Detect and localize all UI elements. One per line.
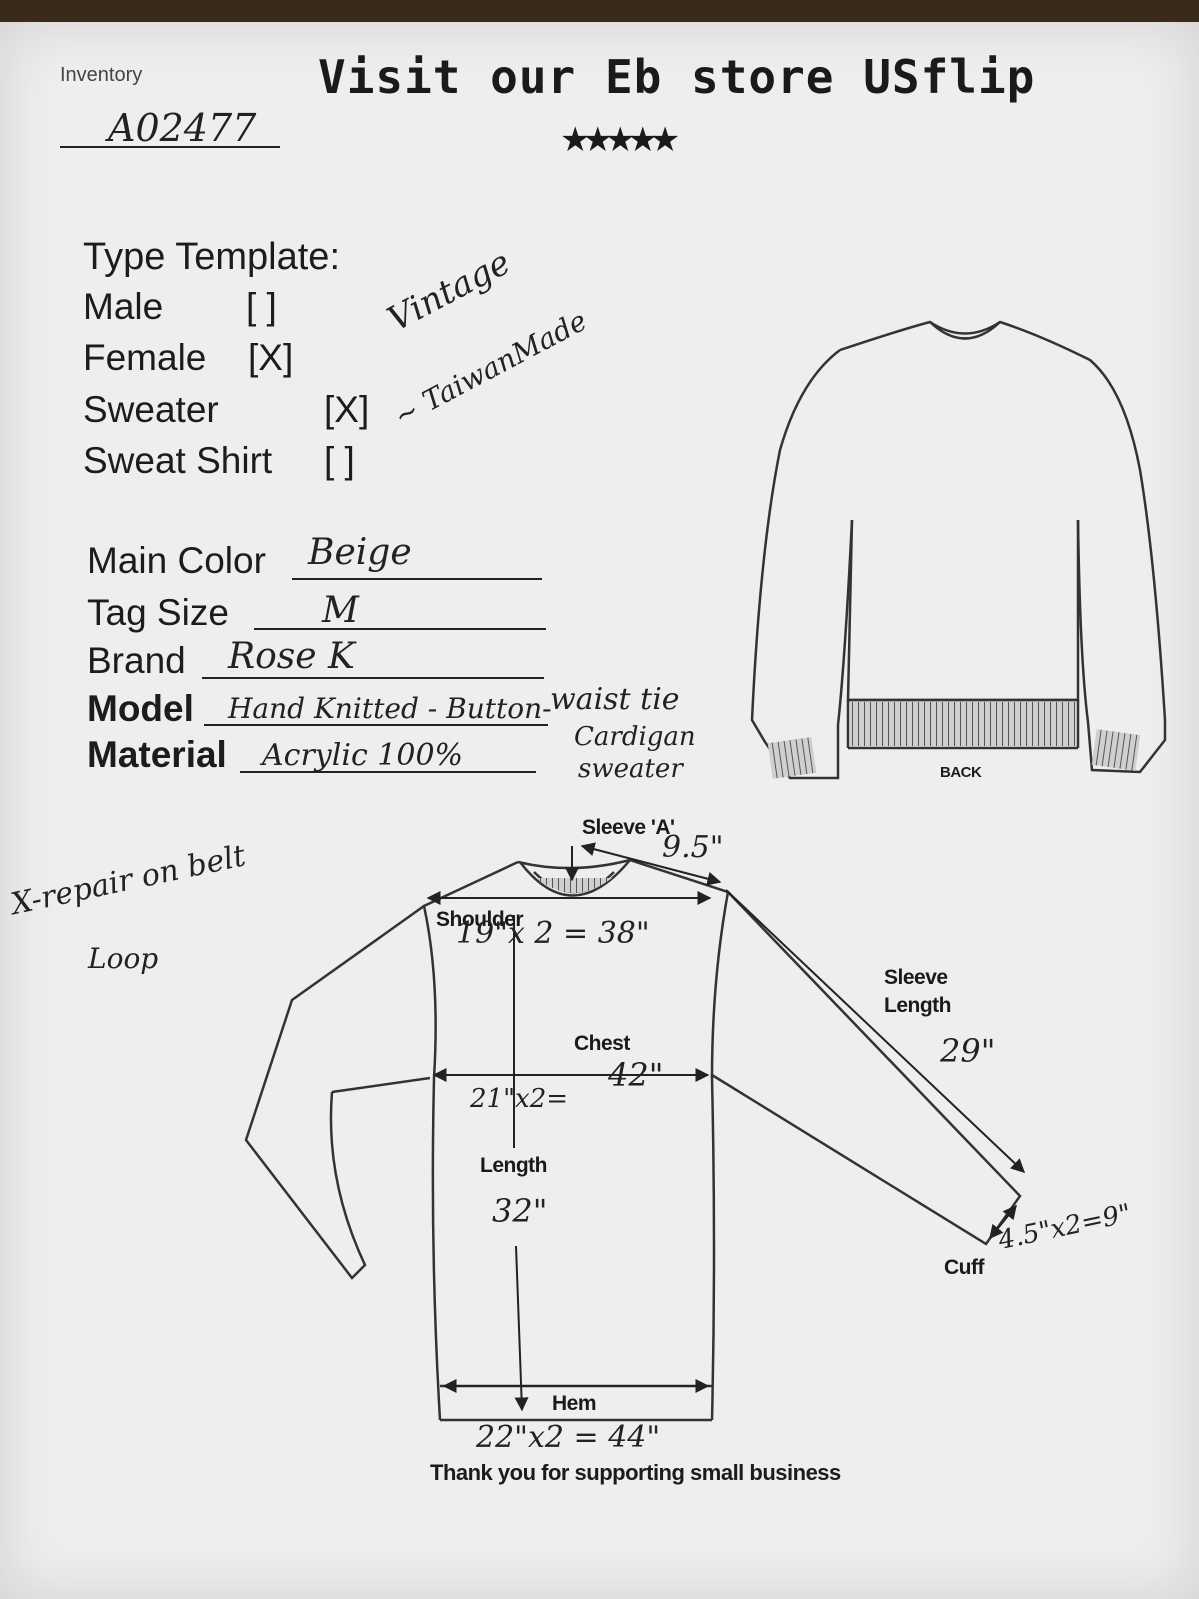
repair-note-loop: Loop [88,942,159,975]
option-male-label: Male [83,286,164,327]
type-template-title: Type Template: [83,236,341,278]
shoulder-label: Shoulder [436,908,524,931]
length-value: 32" [492,1192,548,1230]
cuff-label: Cuff [944,1256,984,1279]
option-female-checkbox[interactable]: [X] [248,337,294,378]
sleeve-a-value: 9.5" [662,830,724,865]
option-female-label: Female [83,337,207,378]
note-cardigan: Cardigan [574,722,696,752]
main-color-label: Main Color [87,540,266,581]
back-left-cuff [767,737,817,779]
chest-label: Chest [574,1032,630,1055]
option-sweatshirt-label: Sweat Shirt [83,440,273,481]
model-label: Model [87,688,194,729]
front-sweater-drawing [244,858,1022,1422]
brand-label: Brand [87,640,186,681]
hem-label: Hem [552,1392,597,1415]
material-label: Material [87,734,227,775]
shoulder-value: 19"x 2 = 38" [456,916,650,951]
length-label: Length [480,1154,547,1177]
main-color-value[interactable]: Beige [308,532,412,573]
brand-value[interactable]: Rose K [228,636,355,677]
note-sweater: sweater [578,754,683,784]
inventory-label: Inventory [60,64,143,86]
model-value[interactable]: Hand Knitted - Button- [228,692,552,725]
sleeve-length-label-2: Length [884,994,951,1017]
sleeve-length-value: 29" [940,1032,996,1070]
material-underline [240,771,536,773]
option-sweater-label: Sweater [83,389,219,430]
hem-value: 22"x2 = 44" [476,1420,661,1455]
tag-size-label: Tag Size [87,592,229,633]
sleeve-length-label: Sleeve [884,966,948,989]
back-sweater-drawing [750,320,1167,780]
option-sweatshirt-checkbox[interactable]: [ ] [324,440,355,481]
paper-sheet [0,22,1199,1599]
measurement-arrows [426,842,1026,1412]
tag-size-value[interactable]: M [322,590,359,631]
front-collar-rib [536,878,612,893]
model-underline [204,724,548,726]
model-extra-note: waist tie [550,682,680,717]
option-male-checkbox[interactable]: [ ] [246,286,277,327]
tag-size-underline [254,628,546,630]
inventory-underline [60,146,280,148]
sleeve-a-label: Sleeve 'A' [582,816,675,839]
back-right-cuff [1091,729,1141,771]
store-title: Visit our Eb store USflip [318,50,1036,104]
footer-thank-you: Thank you for supporting small business [430,1460,841,1485]
material-value[interactable]: Acrylic 100% [262,738,464,773]
main-color-underline [292,578,542,580]
back-waistband [850,702,1076,746]
chest-value-right: 42" [608,1056,664,1094]
brand-underline [202,677,544,679]
inventory-number: A02477 [108,106,257,150]
chest-value-left: 21"x2= [470,1084,569,1114]
rating-stars-icon: ★★★★★ [560,120,680,160]
option-sweater-checkbox[interactable]: [X] [324,389,370,430]
back-label: BACK [940,764,982,781]
